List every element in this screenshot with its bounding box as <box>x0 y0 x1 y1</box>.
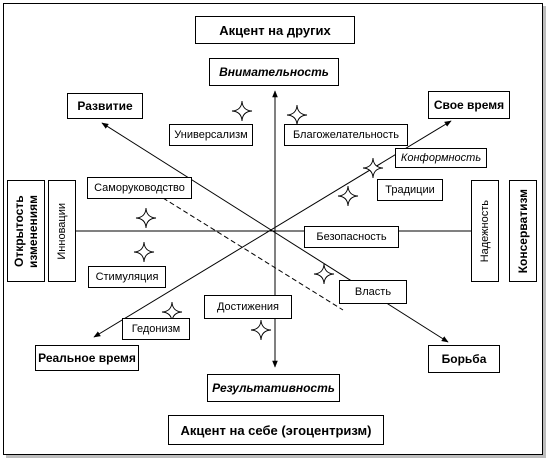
star-icon <box>286 104 308 126</box>
star-icon <box>362 157 384 179</box>
right-inner-text: Надежность <box>478 199 491 263</box>
left-side-label: Открытость изменениям <box>7 180 45 282</box>
left-inner-text: Инновации <box>55 202 68 260</box>
right-side-text: Консерватизм <box>516 188 530 274</box>
left-side-text: Открытость изменениям <box>12 194 40 268</box>
dashed-line <box>162 197 344 311</box>
star-icon <box>133 241 155 263</box>
value-stimulation: Стимуляция <box>88 266 166 288</box>
star-icon <box>231 100 253 122</box>
value-power: Власть <box>339 280 407 304</box>
star-icon <box>250 319 272 341</box>
right-inner-label: Надежность <box>471 180 499 282</box>
star-icon <box>313 263 335 285</box>
axis-bottom-label: Результативность <box>207 374 340 402</box>
diagonal-tr-bl <box>93 120 452 338</box>
top-focus-label: Акцент на других <box>195 16 355 44</box>
value-universalism: Универсализм <box>169 124 253 146</box>
value-hedonism: Гедонизм <box>122 318 190 340</box>
left-inner-label: Инновации <box>48 180 76 282</box>
value-achievement: Достижения <box>204 295 292 319</box>
corner-tr-label: Свое время <box>428 91 510 119</box>
value-security: Безопасность <box>304 226 399 248</box>
corner-br-label: Борьба <box>428 345 500 373</box>
value-tradition: Традиции <box>377 179 443 201</box>
star-icon <box>337 185 359 207</box>
corner-tl-label: Развитие <box>67 93 143 119</box>
axis-top-label: Внимательность <box>209 58 339 86</box>
star-icon <box>135 207 157 229</box>
bottom-focus-label: Акцент на себе (эгоцентризм) <box>168 415 384 445</box>
right-side-label: Консерватизм <box>509 180 537 282</box>
value-benevolence: Благожелательность <box>284 124 408 146</box>
value-self-direction: Саморуководство <box>87 177 192 199</box>
corner-bl-label: Реальное время <box>35 345 139 371</box>
value-conformity: Конформность <box>395 148 487 168</box>
